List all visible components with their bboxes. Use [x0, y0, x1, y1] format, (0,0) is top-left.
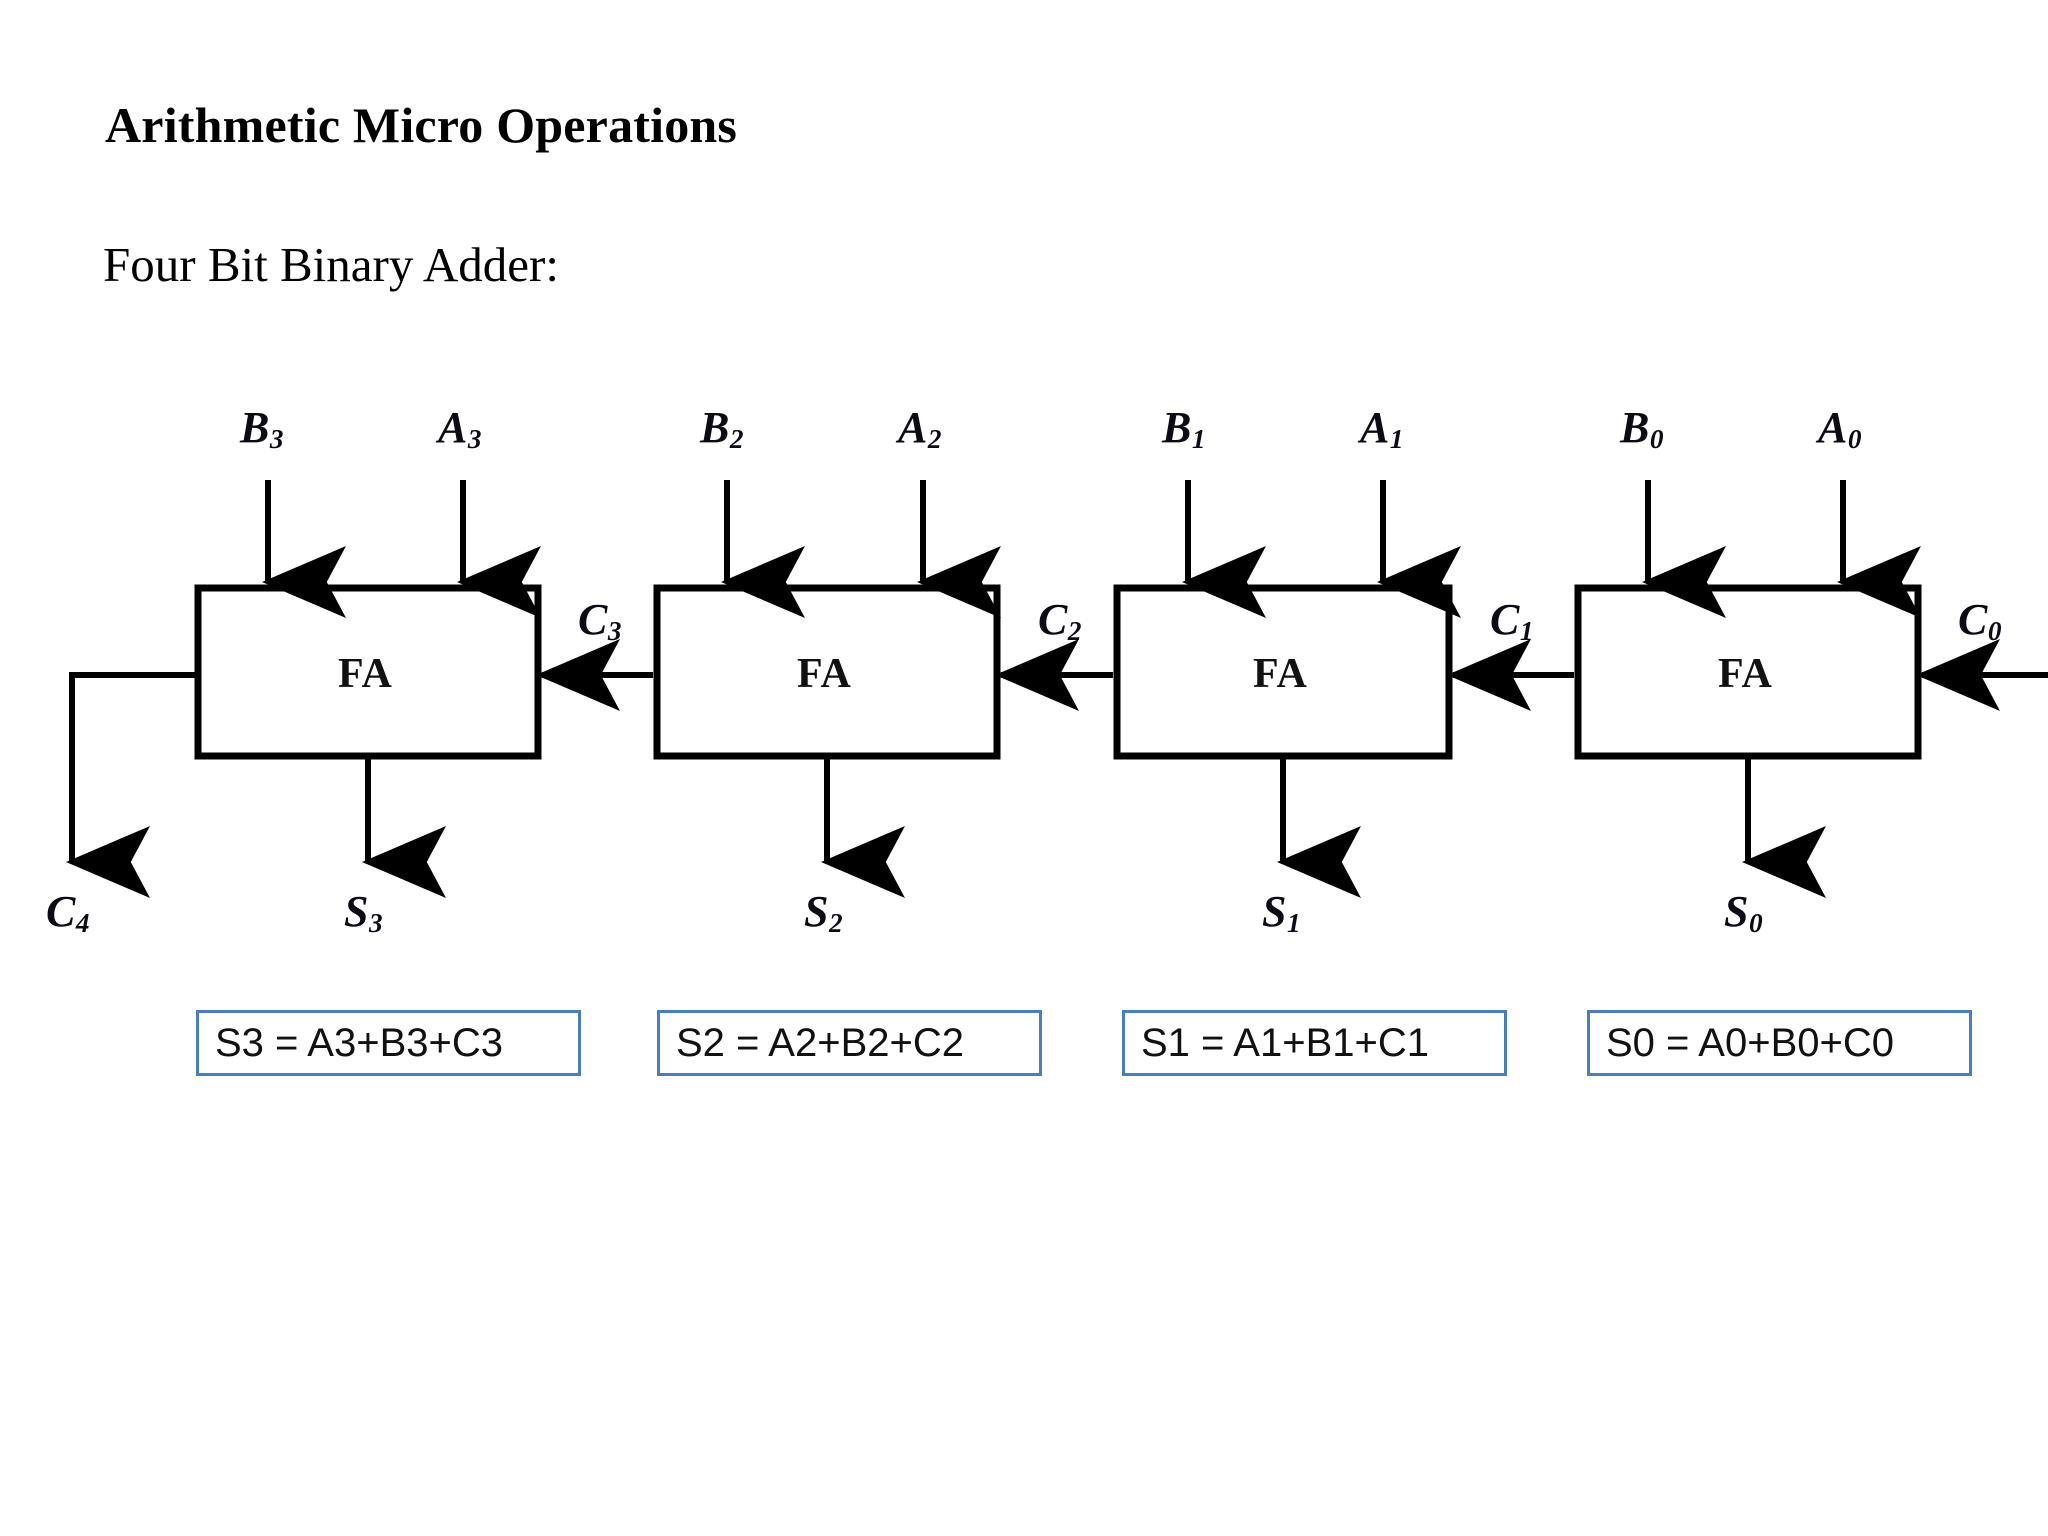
equation-box-s1[interactable]: S1 = A1+B1+C1: [1122, 1010, 1507, 1076]
page-subtitle: Four Bit Binary Adder:: [103, 237, 559, 292]
input-label-a0-sub: 0: [1847, 424, 1862, 454]
input-label-a1: A1: [1360, 403, 1404, 453]
carry-label-c3: C3: [578, 595, 622, 645]
input-label-b3: B3: [240, 403, 284, 453]
input-label-b1: B1: [1162, 403, 1206, 453]
input-label-a1-sub: 1: [1389, 424, 1404, 454]
sum-label-s3-sub: 3: [369, 908, 383, 938]
equation-text-s1: S1 = A1+B1+C1: [1141, 1020, 1430, 1065]
equation-box-s3[interactable]: S3 = A3+B3+C3: [196, 1010, 581, 1076]
sum-label-s3: S3: [344, 887, 383, 937]
carry-label-c3-sub: 3: [607, 616, 622, 646]
carry-label-c2: C2: [1038, 595, 1082, 645]
equation-box-s2[interactable]: S2 = A2+B2+C2: [657, 1010, 1042, 1076]
fa-block-1-label: FA: [1253, 651, 1308, 697]
carry-label-c1-letter: C: [1490, 595, 1520, 644]
carry-label-c0-letter: C: [1958, 595, 1988, 644]
carry-label-c2-sub: 2: [1067, 616, 1082, 646]
input-label-b2-sub: 2: [729, 424, 744, 454]
carry-label-c0: C0: [1958, 595, 2002, 645]
sum-label-s1-letter: S: [1262, 887, 1287, 936]
input-label-a0: A0: [1818, 403, 1862, 453]
carry-label-c3-letter: C: [578, 595, 608, 644]
page-title: Arithmetic Micro Operations: [105, 97, 738, 153]
input-label-a1-letter: A: [1360, 403, 1390, 452]
input-label-b1-letter: B: [1162, 403, 1192, 452]
carry-label-c4-letter: C: [46, 887, 76, 936]
input-label-a3-letter: A: [438, 403, 468, 452]
sum-label-s2-letter: S: [804, 887, 829, 936]
equation-box-s0[interactable]: S0 = A0+B0+C0: [1587, 1010, 1972, 1076]
carry-label-c0-sub: 0: [1987, 616, 2002, 646]
input-label-b2-letter: B: [700, 403, 730, 452]
input-label-a0-letter: A: [1818, 403, 1848, 452]
input-label-b3-letter: B: [240, 403, 270, 452]
carry-label-c2-letter: C: [1038, 595, 1068, 644]
input-label-b2: B2: [700, 403, 744, 453]
input-label-b0-sub: 0: [1649, 424, 1664, 454]
input-label-a2: A2: [898, 403, 942, 453]
sum-label-s2: S2: [804, 887, 843, 937]
carry-label-c4-sub: 4: [75, 908, 90, 938]
sum-label-s1-sub: 1: [1287, 908, 1301, 938]
sum-label-s0: S0: [1724, 887, 1763, 937]
equation-text-s3: S3 = A3+B3+C3: [215, 1020, 504, 1065]
input-label-b1-sub: 1: [1191, 424, 1206, 454]
sum-label-s2-sub: 2: [829, 908, 843, 938]
input-label-a3-sub: 3: [467, 424, 482, 454]
input-label-b0-letter: B: [1620, 403, 1650, 452]
input-label-b0: B0: [1620, 403, 1664, 453]
sum-label-s3-letter: S: [344, 887, 369, 936]
fa-block-3-label: FA: [338, 651, 393, 697]
carry-label-c4: C4: [46, 887, 90, 937]
input-label-a2-letter: A: [898, 403, 928, 452]
carry-line-c4: [66, 672, 198, 898]
input-label-a3: A3: [438, 403, 482, 453]
equation-text-s0: S0 = A0+B0+C0: [1606, 1020, 1895, 1065]
sum-label-s1: S1: [1262, 887, 1301, 937]
carry-label-c1-sub: 1: [1519, 616, 1534, 646]
fa-block-0-label: FA: [1718, 651, 1773, 697]
sum-label-s0-letter: S: [1724, 887, 1749, 936]
carry-label-c1: C1: [1490, 595, 1534, 645]
input-label-b3-sub: 3: [269, 424, 284, 454]
equation-text-s2: S2 = A2+B2+C2: [676, 1020, 965, 1065]
input-label-a2-sub: 2: [927, 424, 942, 454]
sum-label-s0-sub: 0: [1749, 908, 1763, 938]
fa-block-2-label: FA: [797, 651, 852, 697]
